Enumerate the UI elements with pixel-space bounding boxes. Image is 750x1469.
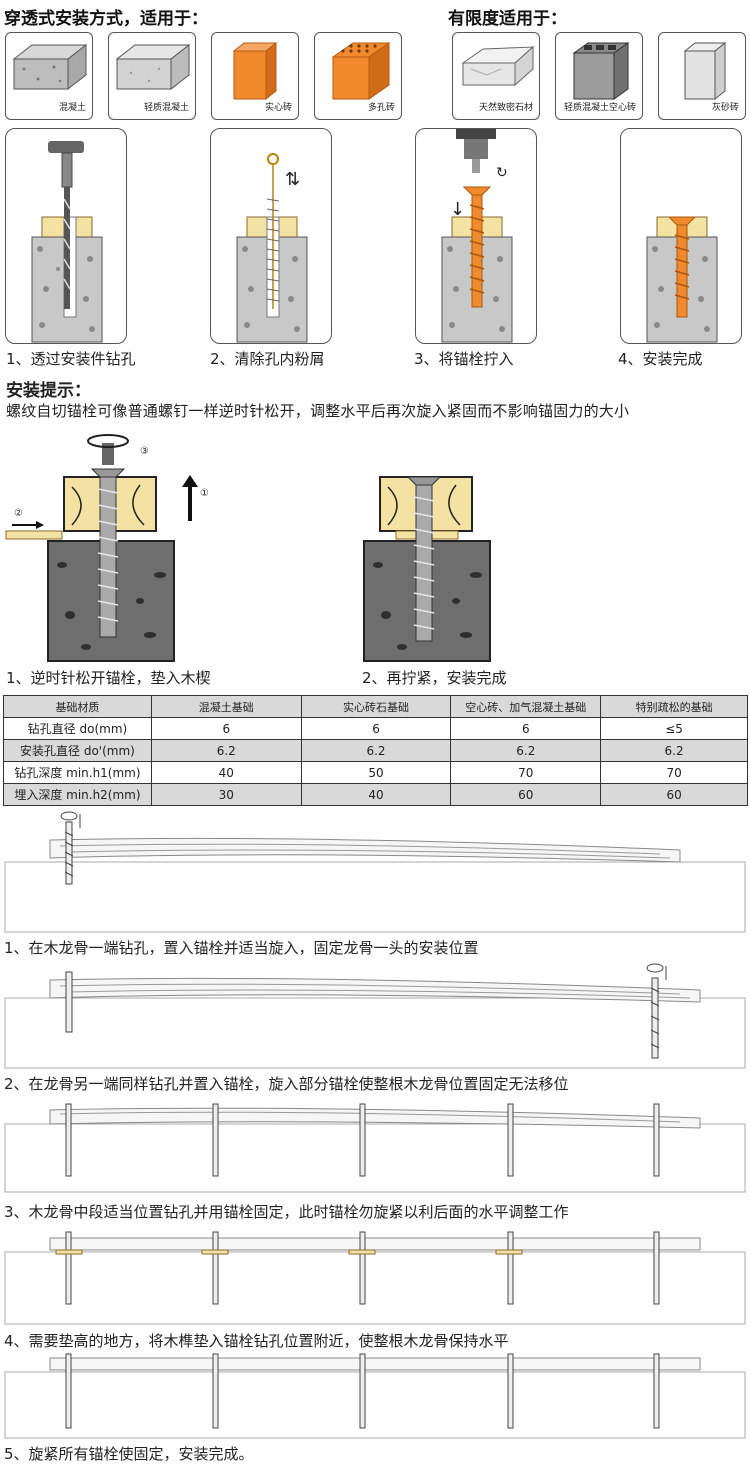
joist-diagram-4 xyxy=(4,1231,746,1325)
table-header: 混凝土基础 xyxy=(150,695,302,718)
table-header: 空心砖、加气混凝土基础 xyxy=(450,695,602,718)
marker-3: ③ xyxy=(140,446,149,457)
table-row: 安装孔直径 do'(mm) 6.2 6.2 6.2 6.2 xyxy=(3,739,748,762)
table-header-row: 基础材质 混凝土基础 实心砖石基础 空心砖、加气混凝土基础 特别疏松的基础 xyxy=(3,695,748,718)
joist-caption: 3、木龙骨中段适当位置钻孔并用锚栓固定，此时锚栓勿旋紧以利后面的水平调整工作 xyxy=(4,1203,569,1221)
table-cell: 安装孔直径 do'(mm) xyxy=(3,739,152,762)
table-cell: 60 xyxy=(450,783,602,806)
sand-lime-brick-icon xyxy=(683,41,727,101)
tip-fig1-caption: 1、逆时针松开锚栓，垫入木楔 xyxy=(6,669,211,687)
table-cell: 6.2 xyxy=(150,739,302,762)
joist-caption: 2、在龙骨另一端同样钻孔并置入锚栓，旋入部分锚栓使整根木龙骨位置固定无法移位 xyxy=(4,1075,569,1093)
joist-caption: 1、在木龙骨一端钻孔，置入锚栓并适当旋入，固定龙骨一头的安装位置 xyxy=(4,939,479,957)
table-cell: 40 xyxy=(150,761,302,784)
table-header: 特别疏松的基础 xyxy=(600,695,748,718)
table-cell: 70 xyxy=(450,761,602,784)
material-label: 轻质混凝土空心砖 xyxy=(563,103,636,113)
joist-caption: 5、旋紧所有锚栓使固定，安装完成。 xyxy=(4,1445,254,1463)
marker-2: ② xyxy=(14,508,23,519)
material-card: 天然致密石材 xyxy=(452,32,540,120)
table-cell: 6.2 xyxy=(450,739,602,762)
table-cell: 钻孔直径 do(mm) xyxy=(3,717,152,740)
table-row: 钻孔深度 min.h1(mm) 40 50 70 70 xyxy=(3,761,748,784)
material-card: 多孔砖 xyxy=(314,32,402,120)
svg-text:↓: ↓ xyxy=(450,199,465,220)
table-row: 钻孔直径 do(mm) 6 6 6 ≤5 xyxy=(3,717,748,740)
loosen-anchor-figure xyxy=(5,434,198,662)
joist-diagram-2 xyxy=(4,963,746,1069)
step-caption: 3、将锚栓拧入 xyxy=(414,350,514,368)
material-label: 天然致密石材 xyxy=(478,103,533,113)
through-title: 穿透式安装方式，适用于： xyxy=(4,9,208,29)
marker-1: ① xyxy=(200,488,209,499)
table-header: 基础材质 xyxy=(3,695,152,718)
step-card: ⇅ xyxy=(210,128,332,344)
joist-caption: 4、需要垫高的地方，将木榫垫入锚栓钻孔位置附近，使整根木龙骨保持水平 xyxy=(4,1332,509,1350)
tips-title: 安装提示： xyxy=(6,381,91,401)
svg-text:⇅: ⇅ xyxy=(285,169,300,190)
tip-fig2-caption: 2、再拧紧，安装完成 xyxy=(362,669,507,687)
concrete-block-icon xyxy=(12,43,88,91)
table-cell: 6 xyxy=(450,717,602,740)
material-card: 轻质混凝土空心砖 xyxy=(555,32,643,120)
table-header: 实心砖石基础 xyxy=(300,695,452,718)
table-cell: 30 xyxy=(150,783,302,806)
spec-table: 基础材质 混凝土基础 实心砖石基础 空心砖、加气混凝土基础 特别疏松的基础 钻孔… xyxy=(3,695,748,806)
step-caption: 4、安装完成 xyxy=(618,350,703,368)
table-row: 埋入深度 min.h2(mm) 30 40 60 60 xyxy=(3,783,748,806)
material-label: 多孔砖 xyxy=(367,103,395,113)
perforated-brick-icon xyxy=(331,42,391,100)
hollow-block-icon xyxy=(572,42,630,100)
step-card: ↓ ↻ xyxy=(415,128,537,344)
material-card: 灰砂砖 xyxy=(658,32,746,120)
table-cell: 6 xyxy=(300,717,452,740)
table-cell: 60 xyxy=(600,783,748,806)
brush-icon: ⇅ xyxy=(236,153,308,343)
table-cell: 70 xyxy=(600,761,748,784)
material-card: 实心砖 xyxy=(211,32,299,120)
tips-text: 螺纹自切锚栓可像普通螺钉一样逆时针松开，调整水平后再次旋入紧固而不影响锚固力的大… xyxy=(6,402,630,420)
step-caption: 1、透过安装件钻孔 xyxy=(6,350,136,368)
screw-driver-icon: ↓ ↻ xyxy=(441,129,513,343)
table-cell: 钻孔深度 min.h1(mm) xyxy=(3,761,152,784)
step-card xyxy=(620,128,742,344)
table-cell: 50 xyxy=(300,761,452,784)
table-cell: ≤5 xyxy=(600,717,748,740)
joist-diagram-3 xyxy=(4,1103,746,1193)
anchor-installed-icon xyxy=(646,216,718,343)
table-cell: 40 xyxy=(300,783,452,806)
natural-stone-icon xyxy=(461,45,535,87)
step-card xyxy=(5,128,127,344)
material-card: 混凝土 xyxy=(5,32,93,120)
step-caption: 2、清除孔内粉屑 xyxy=(210,350,325,368)
light-concrete-block-icon xyxy=(115,43,191,91)
table-cell: 6 xyxy=(150,717,302,740)
tightened-anchor-figure xyxy=(363,476,491,662)
svg-text:↻: ↻ xyxy=(496,165,508,181)
joist-diagram-5 xyxy=(4,1353,746,1439)
joist-diagram-1 xyxy=(4,811,746,933)
table-cell: 埋入深度 min.h2(mm) xyxy=(3,783,152,806)
drill-icon xyxy=(31,141,103,343)
material-label: 灰砂砖 xyxy=(711,103,739,113)
material-card: 轻质混凝土 xyxy=(108,32,196,120)
table-cell: 6.2 xyxy=(300,739,452,762)
material-label: 混凝土 xyxy=(58,103,86,113)
limited-title: 有限度适用于： xyxy=(448,9,567,29)
material-label: 轻质混凝土 xyxy=(143,103,189,113)
material-label: 实心砖 xyxy=(264,103,292,113)
solid-brick-icon xyxy=(232,41,278,101)
table-cell: 6.2 xyxy=(600,739,748,762)
